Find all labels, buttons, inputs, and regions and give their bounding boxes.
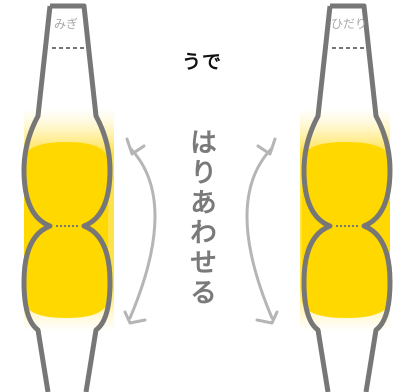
heading: うで (182, 51, 223, 73)
left-arm-yellow-blob (24, 142, 108, 318)
center-vertical-text: はりあわせる (185, 128, 216, 308)
left-arm-label: みぎ (54, 17, 79, 31)
right-arm-label: ひだり (331, 17, 368, 31)
right-arm-yellow-blob (302, 142, 390, 318)
left-arm-figure (21, 3, 114, 392)
right-arm-figure (300, 3, 393, 392)
left-arm-shape (21, 3, 113, 392)
right-arm-shape (301, 3, 393, 392)
right-curved-arrow (245, 137, 279, 325)
left-curved-arrow (123, 137, 157, 325)
